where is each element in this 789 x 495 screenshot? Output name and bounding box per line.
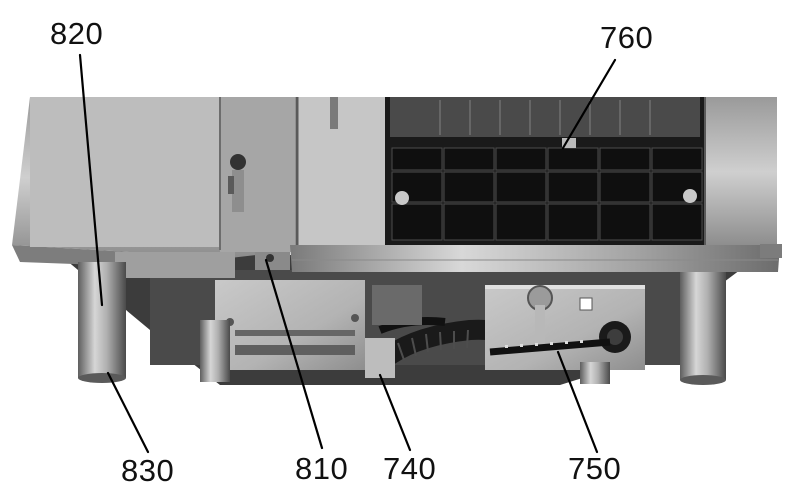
front-rail <box>290 244 782 272</box>
legs <box>78 262 726 385</box>
leader-760 <box>561 58 617 150</box>
callout-820-label: 820 <box>50 16 104 51</box>
leader-750 <box>556 350 599 454</box>
right-control-box <box>485 285 645 370</box>
callout-830-label: 830 <box>121 453 175 488</box>
right-cabinet <box>704 97 777 247</box>
callout-760-label: 760 <box>600 20 654 55</box>
leader-740 <box>378 373 412 452</box>
leader-810 <box>264 258 324 450</box>
callout-810-label: 810 <box>295 451 349 486</box>
left-under-module <box>115 252 365 370</box>
callout-750-label: 750 <box>568 451 622 486</box>
left-cabinet <box>12 97 300 270</box>
leader-lines <box>78 53 617 454</box>
callout-740-label: 740 <box>383 451 437 486</box>
basket-grid <box>391 147 703 241</box>
leader-820 <box>78 53 104 307</box>
center-door <box>295 97 385 247</box>
leader-830 <box>106 371 150 454</box>
fry-basket-compartment <box>385 97 705 247</box>
